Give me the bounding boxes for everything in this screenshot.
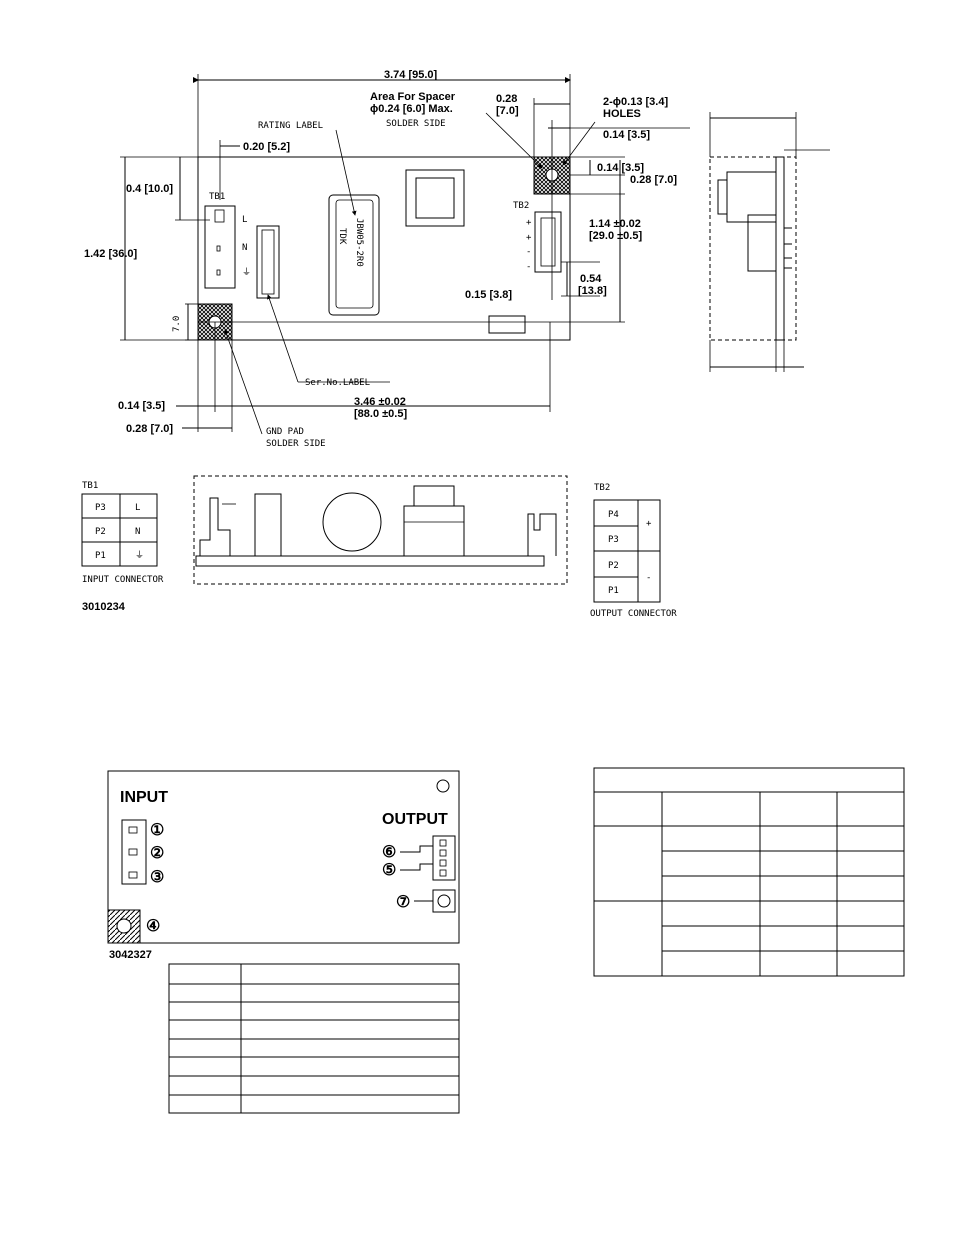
dim-width: 3.74 [95.0] [384, 69, 438, 81]
tb1-row1-func: L [135, 503, 140, 513]
pin-table [168, 963, 460, 1114]
dim-346-a: 3.46 ±0.02 [354, 396, 406, 408]
dim-028-a: 0.28 [496, 93, 517, 105]
marker-3: ③ [150, 869, 164, 886]
tb2-plus-2: + [526, 233, 532, 243]
dim-014-right: 0.14 [3.5] [597, 162, 644, 174]
drawing-number-1: 3010234 [82, 601, 126, 613]
spacer-size-label: ϕ0.24 [6.0] Max. [370, 103, 453, 115]
dim-020: 0.20 [5.2] [243, 141, 290, 153]
drawing-number-2: 3042327 [109, 949, 152, 961]
tb1-row3-func: ⏚ [135, 550, 144, 561]
tb2-table: TB2 P4 P3 P2 P1 + - OUTPUT CONNECTOR [590, 483, 677, 619]
marker-6: ⑥ [382, 844, 396, 861]
connection-diagram: INPUT OUTPUT ① ② ③ ④ ⑥ ⑤ ⑦ 3042327 [107, 770, 460, 961]
tb1-n: N [242, 243, 247, 253]
output-label: OUTPUT [382, 811, 448, 828]
dim-346-b: [88.0 ±0.5] [354, 408, 407, 420]
tb2-label: TB2 [513, 201, 529, 211]
tb2-minus-2: - [526, 262, 531, 272]
tb2-minus: - [526, 247, 531, 257]
dim-014-left: 0.14 [3.5] [118, 400, 165, 412]
tdk-label: TDK [337, 228, 347, 245]
dim-04: 0.4 [10.0] [126, 183, 173, 195]
tb2-table-title: TB2 [594, 483, 610, 493]
side-view [709, 112, 830, 372]
spec-table [593, 767, 905, 977]
spacer-area-label: Area For Spacer [370, 91, 456, 103]
side-profile [193, 475, 568, 585]
tb1-row3-pin: P1 [95, 551, 106, 561]
marker-7: ⑦ [396, 894, 410, 911]
dim-054-a: 0.54 [580, 273, 602, 285]
tb2-p2: P2 [608, 561, 619, 571]
gnd-solder-side: SOLDER SIDE [266, 439, 326, 449]
tb2-plus-sign: + [646, 519, 652, 529]
tb1-row1-pin: P3 [95, 503, 106, 513]
tb1-ground: ⏚ [242, 267, 251, 278]
tb1-table-title: TB1 [82, 481, 98, 491]
tb1-row2-pin: P2 [95, 527, 106, 537]
dim-70: 7.0 [172, 316, 182, 332]
gnd-pad-label: GND PAD [266, 427, 304, 437]
input-label: INPUT [120, 789, 168, 806]
dim-054-b: [13.8] [578, 285, 607, 297]
tb1-row2-func: N [135, 527, 140, 537]
tb1-table: TB1 P3 L P2 N P1 ⏚ INPUT CONNECTOR 30102… [81, 481, 164, 613]
dim-015: 0.15 [3.8] [465, 289, 512, 301]
dim-014-top: 0.14 [3.5] [603, 129, 650, 141]
tb1-caption: INPUT CONNECTOR [82, 575, 164, 585]
top-dimension-labels: 3.74 [95.0] Area For Spacer ϕ0.24 [6.0] … [84, 69, 677, 449]
model-label: JBW05-2R0 [354, 218, 364, 267]
tb1-label: TB1 [209, 192, 225, 202]
tb2-minus-sign: - [646, 573, 651, 583]
rating-label-text: RATING LABEL [258, 121, 323, 131]
marker-1: ① [150, 822, 164, 839]
top-view-board [197, 156, 571, 341]
dim-028-right: 0.28 [7.0] [630, 174, 677, 186]
marker-5: ⑤ [382, 862, 396, 879]
tb2-plus: + [526, 218, 532, 228]
dim-114-a: 1.14 ±0.02 [589, 218, 641, 230]
tb1-l: L [242, 215, 247, 225]
tb2-p3: P3 [608, 535, 619, 545]
marker-4: ④ [146, 918, 160, 935]
dim-028-left: 0.28 [7.0] [126, 423, 173, 435]
dimension-lines [120, 74, 690, 435]
tb2-caption: OUTPUT CONNECTOR [590, 609, 677, 619]
marker-2: ② [150, 845, 164, 862]
holes-label-1: 2-ϕ0.13 [3.4] [603, 96, 668, 108]
dim-028-b: [7.0] [496, 105, 519, 117]
dim-142: 1.42 [36.0] [84, 248, 138, 260]
tb2-p4: P4 [608, 510, 619, 520]
solder-side-label: SOLDER SIDE [386, 119, 446, 129]
ser-label-text: Ser.No.LABEL [305, 378, 370, 388]
dim-114-b: [29.0 ±0.5] [589, 230, 642, 242]
holes-label-2: HOLES [603, 108, 641, 120]
tb2-p1: P1 [608, 586, 619, 596]
